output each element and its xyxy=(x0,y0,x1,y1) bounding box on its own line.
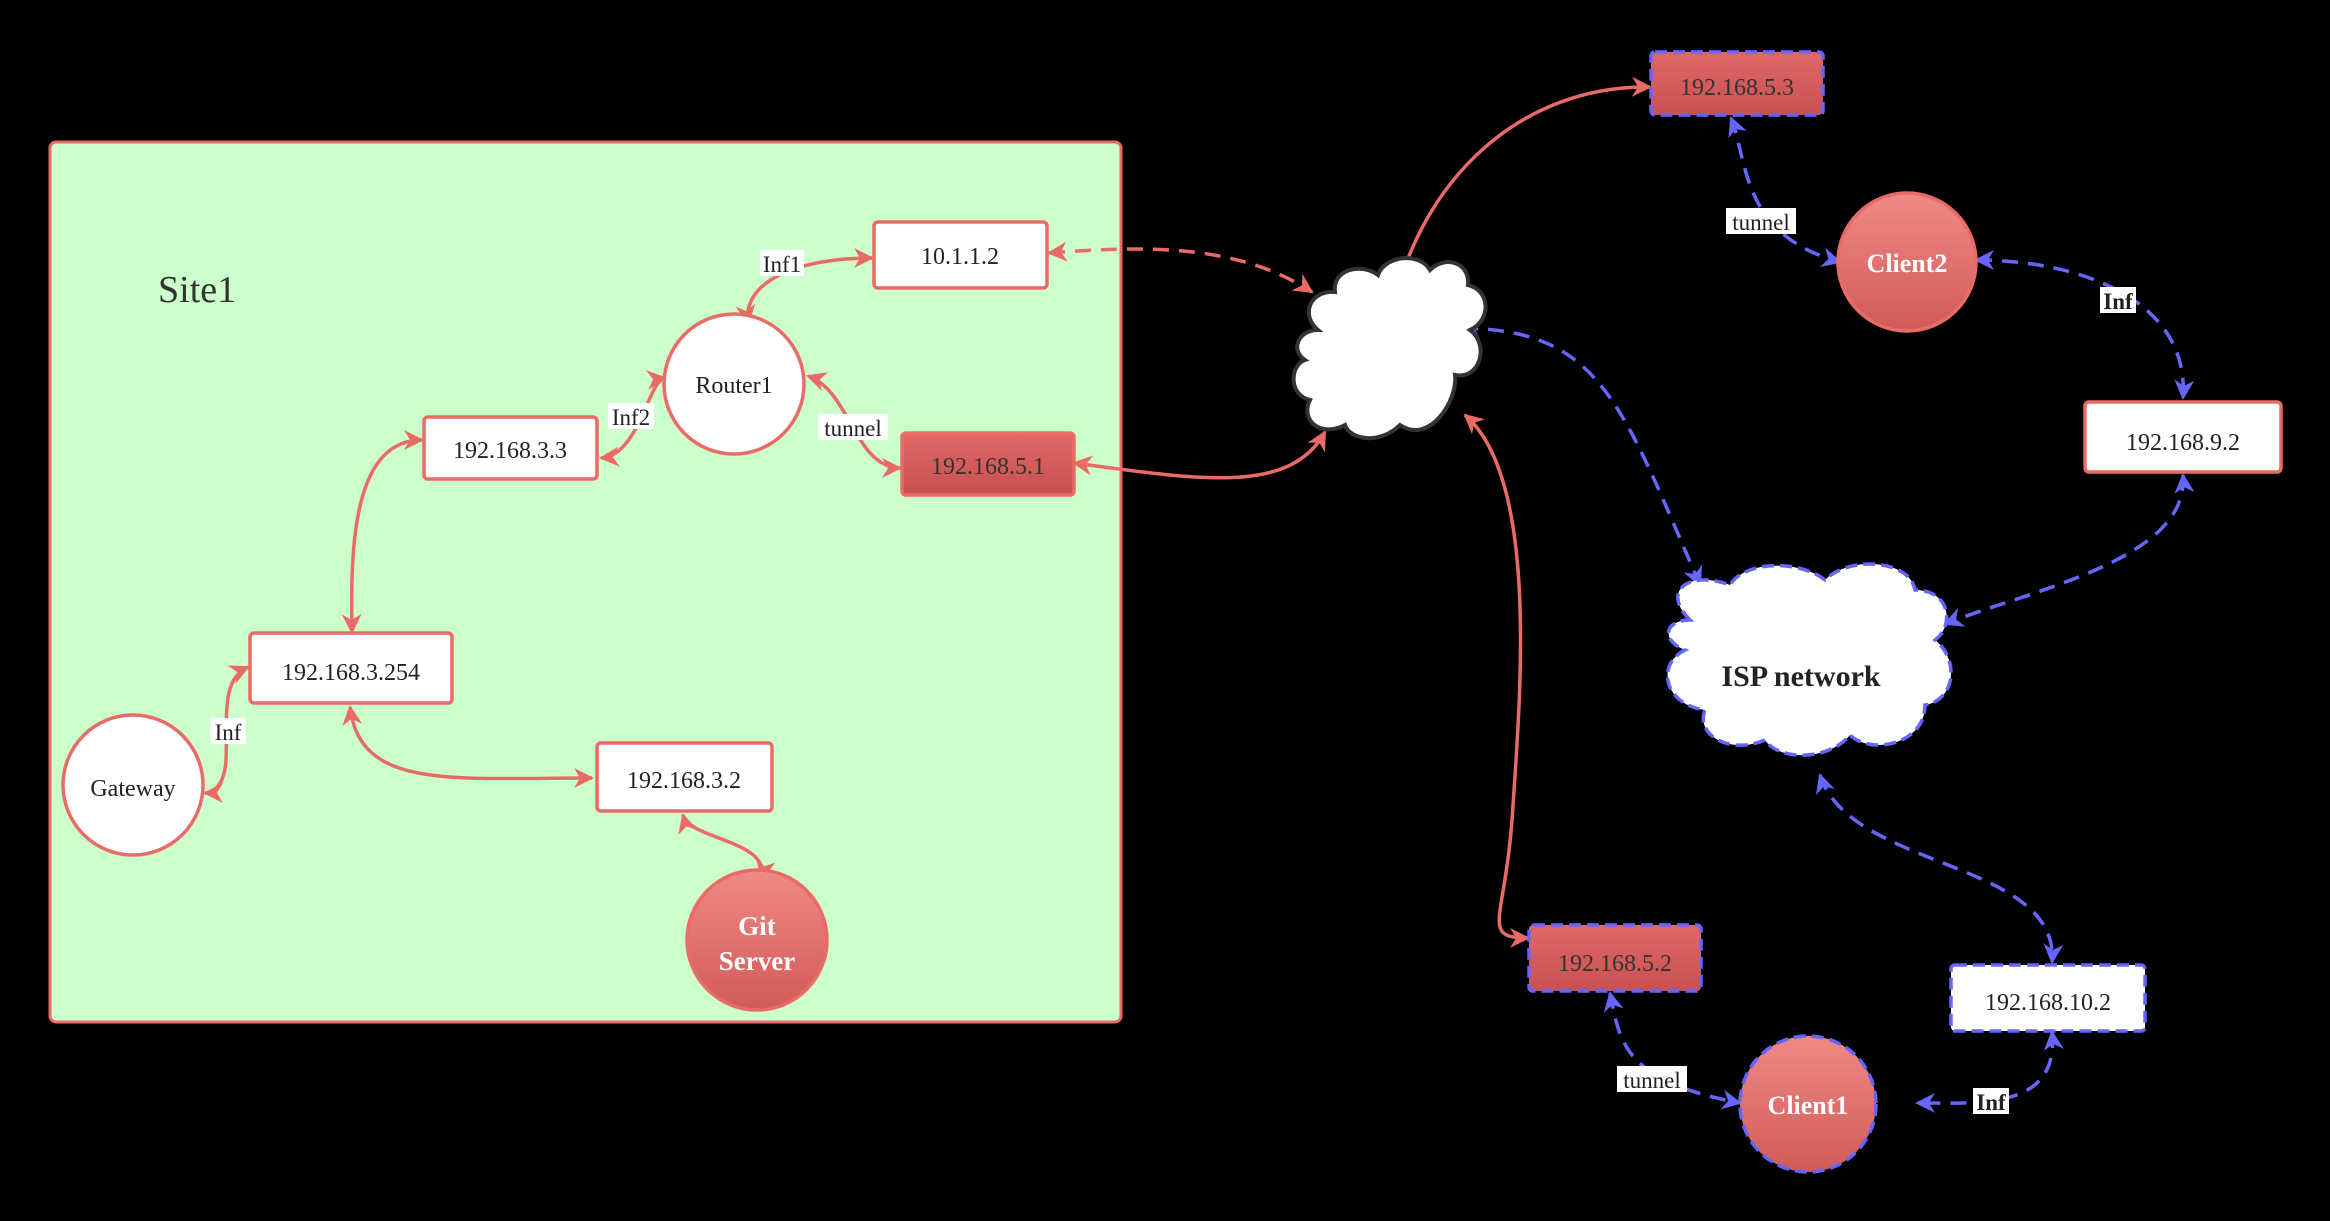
client2-node[interactable] xyxy=(1836,191,1978,333)
node-192-168-3-2[interactable] xyxy=(595,741,774,813)
node-192-168-5-2[interactable] xyxy=(1527,923,1703,993)
inf1-label-bg xyxy=(760,250,804,276)
router1-label: Router1 xyxy=(695,373,772,399)
client1-label: Client1 xyxy=(1768,1091,1849,1120)
edge-3-254-3-2 xyxy=(342,705,594,789)
node-192-168-5-1[interactable] xyxy=(900,431,1076,497)
tunnel-router-label-bg xyxy=(818,414,888,440)
edge-isp-10-2 xyxy=(1815,773,2064,964)
site1-container xyxy=(48,140,1123,1024)
isp-network-cloud-icon[interactable] xyxy=(1665,562,1953,757)
inf-client2-label: Inf xyxy=(2103,289,2133,314)
node-192-168-3-3-label: 192.168.3.3 xyxy=(453,438,567,464)
edge-3-3-3-254 xyxy=(341,430,424,634)
inf1-label: Inf1 xyxy=(763,252,801,277)
tunnel-client1-label-bg xyxy=(1617,1066,1687,1092)
edge-3-254-gateway xyxy=(203,665,250,803)
node-192-168-3-3[interactable] xyxy=(422,415,599,481)
edge-5-3-client2 xyxy=(1728,116,1842,267)
gateway-label: Gateway xyxy=(90,776,175,802)
edge-9-2-isp xyxy=(1943,473,2195,627)
node-192-168-9-2[interactable] xyxy=(2083,400,2283,474)
tunnel-router-label: tunnel xyxy=(824,416,882,441)
tunnel-client2-label: tunnel xyxy=(1732,210,1790,235)
tunnel-client2-label-bg xyxy=(1726,208,1796,234)
edge-5-1-cloud xyxy=(1072,430,1327,480)
edge-cloud-5-2 xyxy=(1463,413,1530,948)
inf-gateway-label-bg xyxy=(210,718,246,744)
edge-10-2-client1 xyxy=(1915,1030,2064,1114)
gateway-node[interactable] xyxy=(61,713,205,857)
node-10-1-1-2[interactable] xyxy=(872,220,1049,290)
internet-cloud-icon[interactable] xyxy=(1291,256,1488,441)
client2-label: Client2 xyxy=(1867,249,1948,278)
edge-client2-9-2 xyxy=(1974,250,2195,400)
isp-network-label: ISP network xyxy=(1721,660,1881,693)
inf-client1-label: Inf xyxy=(1976,1090,2006,1115)
edge-10-1-1-2-cloud xyxy=(1047,241,1314,294)
inf-gateway-label: Inf xyxy=(215,720,242,745)
node-192-168-3-2-label: 192.168.3.2 xyxy=(627,768,741,794)
tunnel-client1-label: tunnel xyxy=(1623,1068,1681,1093)
node-192-168-3-254-label: 192.168.3.254 xyxy=(282,660,420,686)
node-192-168-10-2-label: 192.168.10.2 xyxy=(1985,990,2111,1016)
inf2-label-bg xyxy=(608,403,654,429)
inf2-label: Inf2 xyxy=(612,405,650,430)
node-192-168-5-3[interactable] xyxy=(1649,50,1825,117)
git-server-node[interactable] xyxy=(685,868,829,1012)
client1-node[interactable] xyxy=(1738,1034,1878,1174)
node-192-168-5-2-label: 192.168.5.2 xyxy=(1558,951,1672,977)
edge-3-2-gitserver xyxy=(678,813,776,880)
git-server-label-line1: Git xyxy=(738,911,776,941)
router1-node[interactable] xyxy=(662,312,806,456)
git-server-label-line2: Server xyxy=(719,946,795,976)
node-192-168-9-2-label: 192.168.9.2 xyxy=(2126,430,2240,456)
site1-title: Site1 xyxy=(158,269,236,311)
node-192-168-5-3-label: 192.168.5.3 xyxy=(1680,75,1794,101)
node-192-168-10-2[interactable] xyxy=(1949,963,2147,1033)
node-192-168-5-1-label: 192.168.5.1 xyxy=(931,454,1045,480)
inf-client1-label-bg xyxy=(1973,1088,2009,1114)
node-10-1-1-2-label: 10.1.1.2 xyxy=(921,244,999,270)
edge-cloud-isp xyxy=(1460,318,1703,587)
inf-client2-label-bg xyxy=(2100,287,2136,313)
node-192-168-3-254[interactable] xyxy=(248,631,454,705)
